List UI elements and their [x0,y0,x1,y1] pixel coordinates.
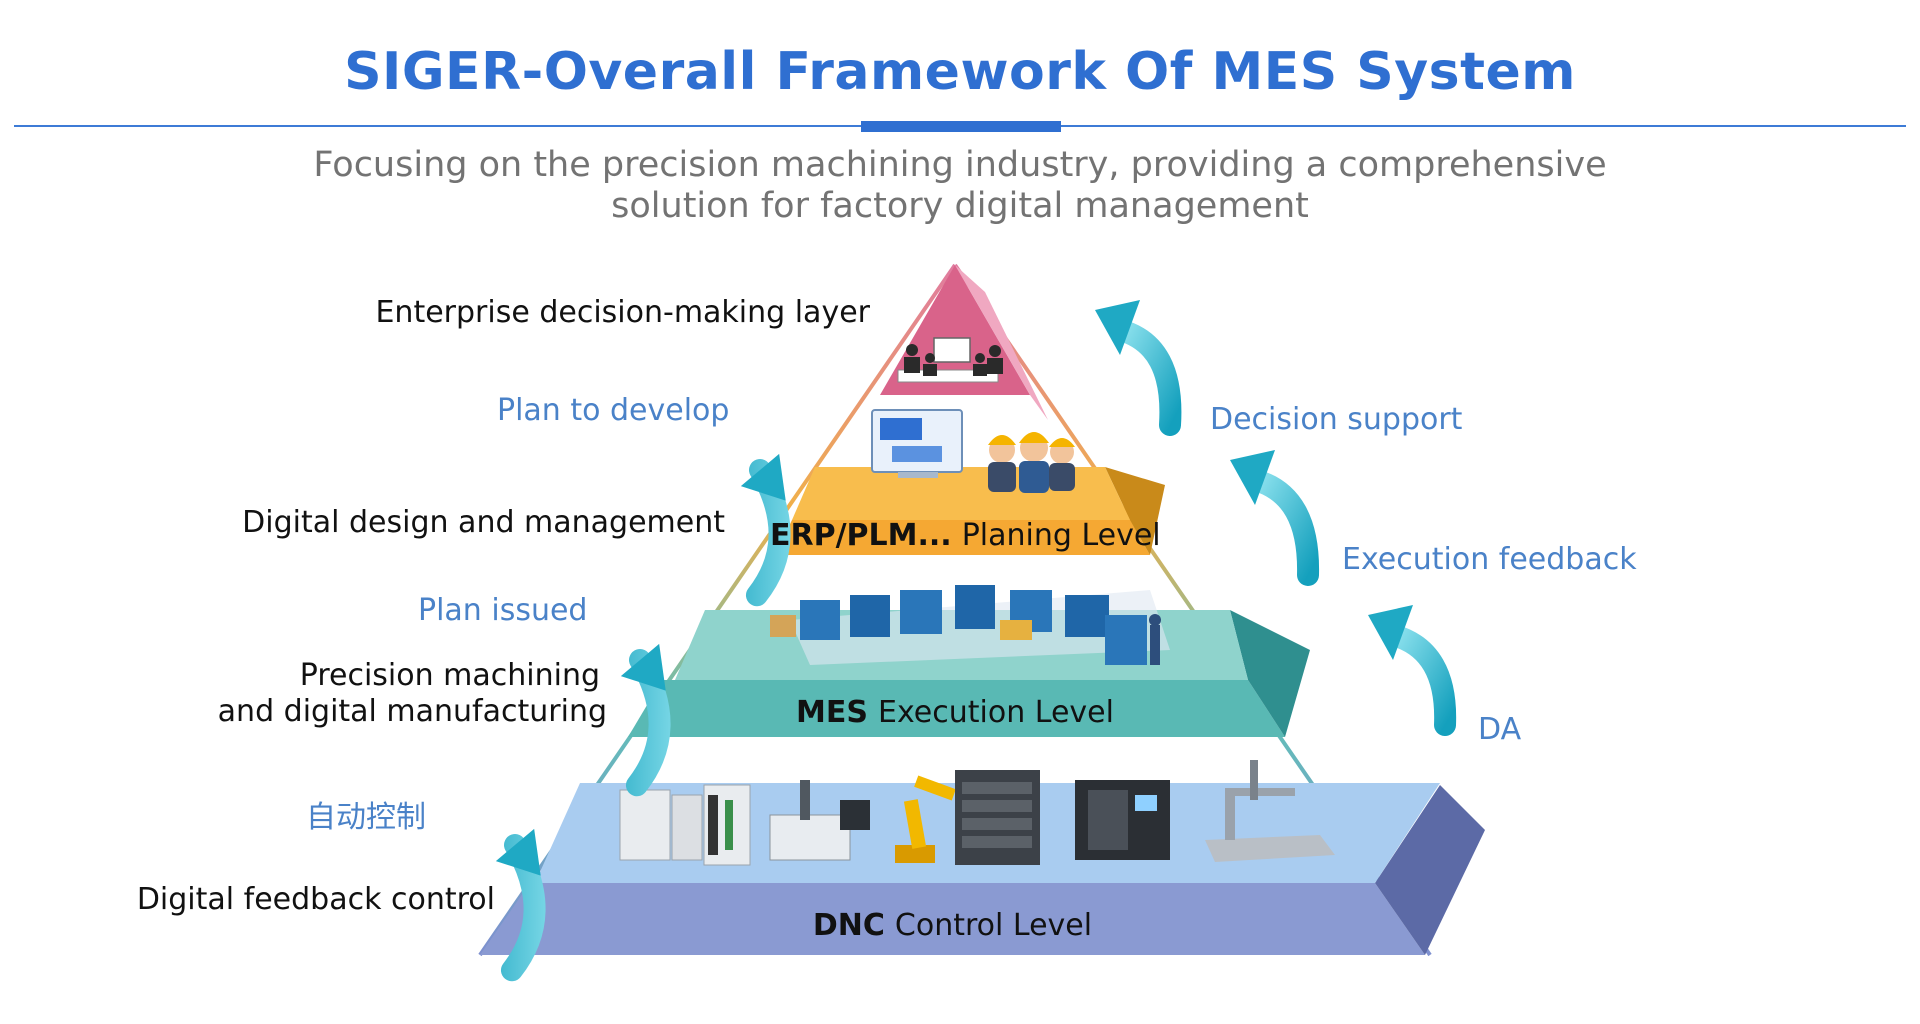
subtitle-line-2: solution for factory digital management [611,186,1309,226]
dnc-level-title: Control Level [894,908,1093,943]
curved-arrow-icon [740,453,791,607]
robot-arm-icon [895,775,956,863]
mes-level-title: Execution Level [878,695,1114,730]
precision-machining-label-1: Precision machining [299,658,600,693]
precision-machining-label-2: and digital manufacturing [217,694,607,729]
feedback-control-label: Digital feedback control [136,882,495,917]
plan-issued-label: Plan issued [418,593,588,628]
dnc-level-name: DNC [812,908,885,943]
decision-support-label: Decision support [1210,402,1463,437]
title-divider-accent [861,121,1061,132]
execution-feedback-label: Execution feedback [1342,542,1637,577]
plan-develop-label: Plan to develop [497,393,730,428]
cnc-machine-icon [1075,780,1170,860]
production-line-icon [770,585,1170,665]
curved-arrow-icon [1230,450,1320,586]
page-subtitle: Focusing on the precision machining indu… [260,145,1660,227]
erp-level-title: Planing Level [961,518,1161,553]
erp-level-label: ERP/PLM... Planing Level [770,518,1161,553]
digital-design-label: Digital design and management [242,505,725,540]
enterprise-layer-label: Enterprise decision-making layer [375,295,870,330]
dnc-level-label: DNC Control Level [480,908,1425,943]
curved-arrow-icon [495,828,546,982]
cmm-machine-icon [1205,760,1335,862]
mes-level-name: MES [796,695,868,730]
curved-arrow-icon [620,643,671,797]
auto-control-label: 自动控制 [306,800,426,835]
curved-arrow-icon [1368,605,1457,736]
workers-icon [988,432,1075,493]
da-label: DA [1478,712,1522,747]
page-title: SIGER-Overall Framework Of MES System [344,42,1576,102]
mes-level-label: MES Execution Level [630,695,1280,730]
cnc-machine-icon [769,780,870,861]
plc-icon [619,784,751,866]
server-icon [955,770,1040,865]
monitor-icon [871,409,963,478]
meeting-icon [897,337,1003,383]
curved-arrow-icon [1095,300,1182,436]
erp-level-name: ERP/PLM... [770,518,952,553]
subtitle-line-1: Focusing on the precision machining indu… [313,145,1607,185]
